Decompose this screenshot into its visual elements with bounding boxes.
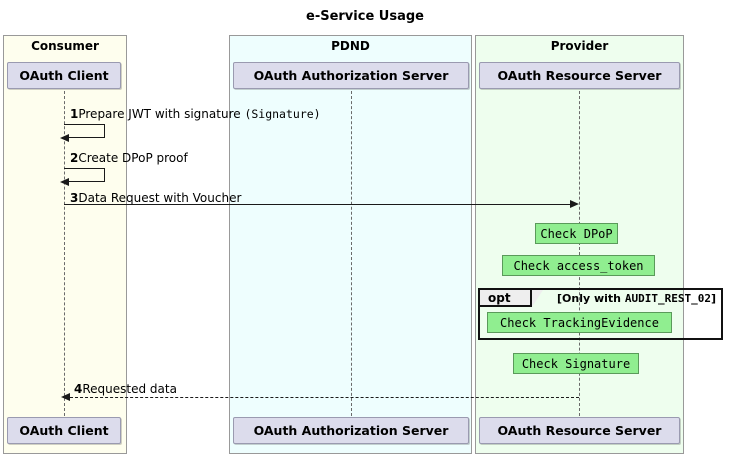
note-check-dpop-label: Check DPoP: [540, 226, 613, 241]
opt-fragment-condition-code: AUDIT_REST_02: [624, 292, 711, 305]
opt-fragment-tab-corner: [532, 290, 543, 307]
message-1-text: Prepare JWT with signature: [78, 107, 245, 121]
message-4-text: Requested data: [82, 382, 177, 396]
message-2-self-loop: [64, 168, 105, 182]
opt-fragment-condition-suffix: ]: [710, 292, 716, 305]
group-pdnd-label: PDND: [331, 39, 370, 53]
group-pdnd: PDND: [229, 35, 472, 454]
participant-foot-oauth-authorization-server[interactable]: OAuth Authorization Server: [233, 417, 469, 444]
message-1-mono: (Signature): [244, 107, 321, 121]
note-check-access-token-label: Check access_token: [513, 258, 644, 273]
participant-head-oauth-authorization-server-label: OAuth Authorization Server: [253, 68, 449, 83]
participant-foot-oauth-resource-server-label: OAuth Resource Server: [497, 423, 662, 438]
opt-fragment: [478, 288, 723, 340]
opt-fragment-tab: opt: [480, 290, 532, 307]
note-check-tracking-evidence: Check TrackingEvidence: [487, 312, 672, 333]
group-provider-label: Provider: [550, 39, 609, 53]
participant-foot-oauth-client[interactable]: OAuth Client: [7, 417, 121, 444]
message-3-line: [64, 204, 571, 205]
message-1-number: 1: [70, 107, 79, 121]
group-consumer: Consumer: [3, 35, 127, 454]
message-2-arrowhead: [60, 178, 69, 186]
note-check-signature: Check Signature: [513, 353, 639, 374]
message-4-label: 4Requested data: [74, 382, 177, 396]
participant-foot-oauth-resource-server[interactable]: OAuth Resource Server: [479, 417, 680, 444]
message-3-label: 3Data Request with Voucher: [70, 191, 241, 205]
note-check-tracking-evidence-label: Check TrackingEvidence: [500, 315, 659, 330]
note-check-signature-label: Check Signature: [521, 356, 631, 371]
message-1-self-loop: [64, 124, 105, 138]
opt-fragment-condition: [Only with AUDIT_REST_02]: [557, 292, 716, 305]
diagram-title: e-Service Usage: [306, 9, 424, 24]
message-4-number: 4: [74, 382, 83, 396]
opt-fragment-keyword: opt: [488, 290, 511, 305]
message-4-line: [70, 397, 579, 398]
participant-head-oauth-client[interactable]: OAuth Client: [7, 62, 121, 89]
lifeline-oauth-authorization-server: [351, 91, 352, 416]
message-3-arrowhead: [570, 200, 579, 208]
participant-head-oauth-authorization-server[interactable]: OAuth Authorization Server: [233, 62, 469, 89]
message-2-text: Create DPoP proof: [78, 151, 188, 165]
lifeline-oauth-client: [64, 91, 65, 416]
participant-head-oauth-resource-server[interactable]: OAuth Resource Server: [479, 62, 680, 89]
participant-foot-oauth-authorization-server-label: OAuth Authorization Server: [253, 423, 449, 438]
message-3-text: Data Request with Voucher: [78, 191, 242, 205]
opt-fragment-condition-prefix: [Only with: [557, 292, 625, 305]
message-2-number: 2: [70, 151, 79, 165]
message-2-label: 2Create DPoP proof: [70, 151, 188, 165]
lifeline-oauth-resource-server: [579, 91, 580, 416]
note-check-dpop: Check DPoP: [535, 223, 618, 244]
participant-foot-oauth-client-label: OAuth Client: [19, 423, 109, 438]
message-4-arrowhead: [61, 393, 70, 401]
participant-head-oauth-resource-server-label: OAuth Resource Server: [497, 68, 662, 83]
group-consumer-label: Consumer: [31, 39, 99, 53]
message-1-label: 1Prepare JWT with signature (Signature): [70, 107, 321, 121]
message-3-number: 3: [70, 191, 79, 205]
participant-head-oauth-client-label: OAuth Client: [19, 68, 109, 83]
note-check-access-token: Check access_token: [502, 255, 655, 276]
message-1-arrowhead: [60, 134, 69, 142]
